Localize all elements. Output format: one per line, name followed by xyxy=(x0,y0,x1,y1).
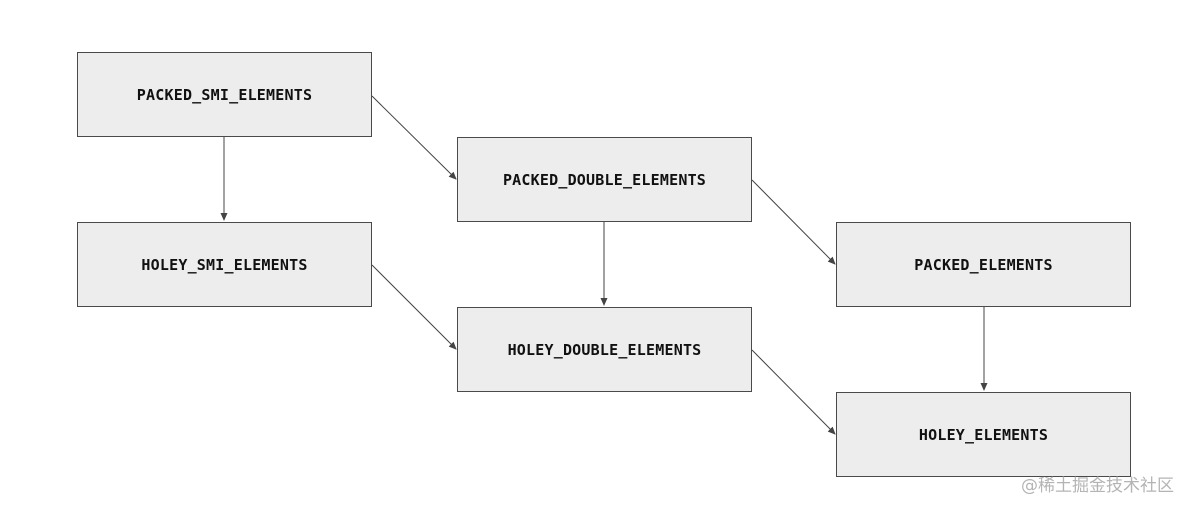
node-label: PACKED_ELEMENTS xyxy=(914,255,1053,274)
arrow-packed-smi-to-packed-double xyxy=(371,95,457,180)
node-packed-elements: PACKED_ELEMENTS xyxy=(836,222,1131,307)
node-holey-elements: HOLEY_ELEMENTS xyxy=(836,392,1131,477)
node-packed-double-elements: PACKED_DOUBLE_ELEMENTS xyxy=(457,137,752,222)
arrow-packed-double-to-packed xyxy=(751,179,836,265)
node-label: PACKED_DOUBLE_ELEMENTS xyxy=(502,170,707,189)
watermark: @稀土掘金技术社区 xyxy=(1021,476,1174,496)
arrow-holey-double-to-holey xyxy=(751,349,836,435)
node-label: HOLEY_SMI_ELEMENTS xyxy=(141,255,308,274)
node-holey-double-elements: HOLEY_DOUBLE_ELEMENTS xyxy=(457,307,752,392)
node-label: HOLEY_ELEMENTS xyxy=(918,425,1049,444)
node-packed-smi-elements: PACKED_SMI_ELEMENTS xyxy=(77,52,372,137)
arrow-holey-smi-to-holey-double xyxy=(371,264,457,350)
node-label: PACKED_SMI_ELEMENTS xyxy=(136,85,313,104)
node-holey-smi-elements: HOLEY_SMI_ELEMENTS xyxy=(77,222,372,307)
node-label: HOLEY_DOUBLE_ELEMENTS xyxy=(507,340,702,359)
